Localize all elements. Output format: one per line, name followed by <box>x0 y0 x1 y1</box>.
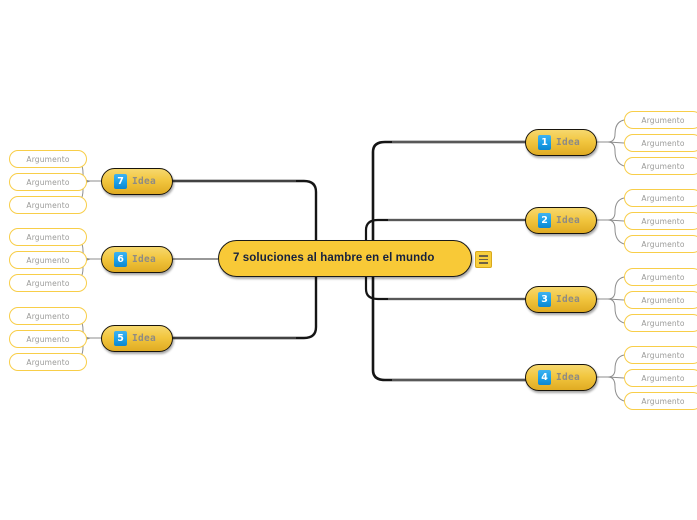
argument-node[interactable]: Argumento <box>624 291 697 309</box>
argument-label: Argumento <box>26 311 70 321</box>
idea-node-3[interactable]: 3 Idea <box>525 286 597 313</box>
argument-node[interactable]: Argumento <box>9 196 87 214</box>
argument-label: Argumento <box>26 232 70 242</box>
argument-node[interactable]: Argumento <box>9 353 87 371</box>
argument-label: Argumento <box>26 177 70 187</box>
idea-node-6[interactable]: 6 Idea <box>101 246 173 273</box>
argument-node[interactable]: Argumento <box>624 134 697 152</box>
argument-node[interactable]: Argumento <box>624 212 697 230</box>
idea-node-label: Idea <box>556 137 581 148</box>
idea-node-label: Idea <box>556 294 581 305</box>
menu-line-1 <box>479 255 488 257</box>
idea-node-label: Idea <box>556 372 581 383</box>
idea-number-badge: 5 <box>114 331 127 346</box>
argument-label: Argumento <box>26 334 70 344</box>
idea-number-badge: 7 <box>114 174 127 189</box>
argument-node[interactable]: Argumento <box>9 274 87 292</box>
argument-label: Argumento <box>641 350 685 360</box>
idea-node-label: Idea <box>556 215 581 226</box>
argument-label: Argumento <box>641 138 685 148</box>
idea-node-7[interactable]: 7 Idea <box>101 168 173 195</box>
idea-node-1[interactable]: 1 Idea <box>525 129 597 156</box>
argument-label: Argumento <box>641 295 685 305</box>
idea-node-label: Idea <box>132 333 157 344</box>
root-node-label: 7 soluciones al hambre en el mundo <box>233 251 435 264</box>
argument-node[interactable]: Argumento <box>624 111 697 129</box>
argument-node[interactable]: Argumento <box>624 157 697 175</box>
argument-node[interactable]: Argumento <box>9 330 87 348</box>
idea-number-badge: 2 <box>538 213 551 228</box>
argument-node[interactable]: Argumento <box>624 314 697 332</box>
argument-label: Argumento <box>26 255 70 265</box>
argument-label: Argumento <box>641 161 685 171</box>
argument-label: Argumento <box>26 357 70 367</box>
root-node[interactable]: 7 soluciones al hambre en el mundo <box>218 240 472 277</box>
argument-label: Argumento <box>641 239 685 249</box>
argument-node[interactable]: Argumento <box>624 346 697 364</box>
argument-node[interactable]: Argumento <box>624 268 697 286</box>
hamburger-menu-icon[interactable] <box>475 251 492 268</box>
argument-label: Argumento <box>641 318 685 328</box>
idea-number-badge: 6 <box>114 252 127 267</box>
argument-label: Argumento <box>641 216 685 226</box>
argument-label: Argumento <box>641 373 685 383</box>
argument-label: Argumento <box>641 272 685 282</box>
argument-node[interactable]: Argumento <box>9 228 87 246</box>
idea-node-label: Idea <box>132 176 157 187</box>
argument-node[interactable]: Argumento <box>9 307 87 325</box>
idea-node-5[interactable]: 5 Idea <box>101 325 173 352</box>
menu-line-3 <box>479 262 488 264</box>
argument-node[interactable]: Argumento <box>624 189 697 207</box>
argument-label: Argumento <box>641 193 685 203</box>
argument-label: Argumento <box>641 115 685 125</box>
argument-node[interactable]: Argumento <box>9 251 87 269</box>
argument-label: Argumento <box>26 278 70 288</box>
argument-label: Argumento <box>26 154 70 164</box>
menu-line-2 <box>479 258 488 261</box>
idea-node-4[interactable]: 4 Idea <box>525 364 597 391</box>
idea-number-badge: 3 <box>538 292 551 307</box>
argument-node[interactable]: Argumento <box>9 173 87 191</box>
idea-number-badge: 4 <box>538 370 551 385</box>
argument-node[interactable]: Argumento <box>624 392 697 410</box>
argument-label: Argumento <box>26 200 70 210</box>
idea-number-badge: 1 <box>538 135 551 150</box>
idea-node-label: Idea <box>132 254 157 265</box>
argument-node[interactable]: Argumento <box>624 235 697 253</box>
argument-node[interactable]: Argumento <box>9 150 87 168</box>
idea-node-2[interactable]: 2 Idea <box>525 207 597 234</box>
argument-node[interactable]: Argumento <box>624 369 697 387</box>
argument-label: Argumento <box>641 396 685 406</box>
